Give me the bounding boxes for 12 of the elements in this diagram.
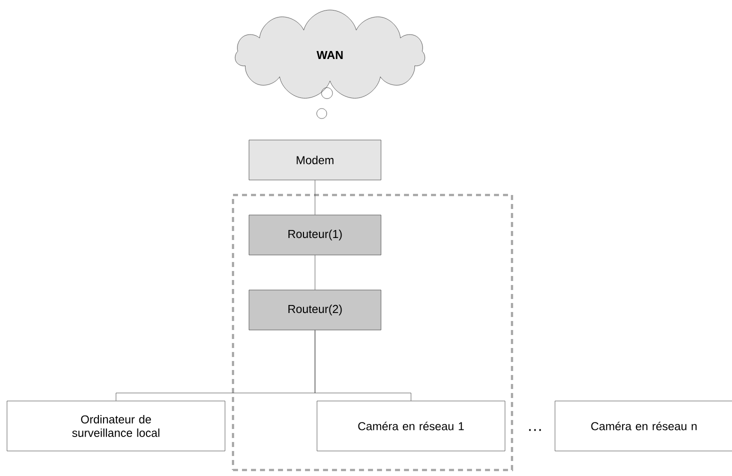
connector-line [314, 255, 316, 290]
device-box: Modem [248, 140, 382, 180]
device-box: Caméra en réseau n [554, 400, 732, 452]
ellipsis-label: … [529, 429, 541, 431]
device-box: Routeur(1) [248, 214, 382, 256]
device-box: Routeur(2) [248, 290, 382, 330]
dashed-group-box [232, 194, 514, 472]
connector-line [314, 180, 316, 215]
connector-line [314, 330, 412, 401]
device-box: Ordinateur de surveillance local [6, 400, 226, 452]
bubble-connector [316, 87, 333, 119]
device-box: Caméra en réseau 1 [316, 400, 506, 452]
